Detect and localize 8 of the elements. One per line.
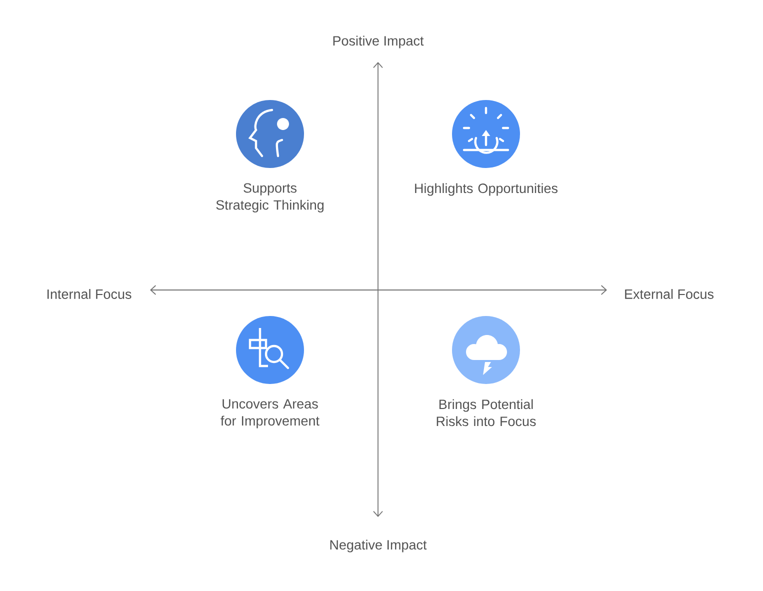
axis-label: Negative Impact [330, 540, 427, 552]
axis-label: Positive Impact [333, 36, 424, 48]
item-caption: Uncovers Areas for Improvement [220, 399, 320, 428]
axis-label: External Focus [625, 289, 714, 299]
axis-label: Internal Focus [47, 289, 132, 299]
item-caption: Highlights Opportunities [415, 183, 558, 196]
item-caption: Brings Potential Risks into Focus [436, 399, 536, 426]
item-caption: Supports Strategic Thinking [216, 183, 324, 212]
